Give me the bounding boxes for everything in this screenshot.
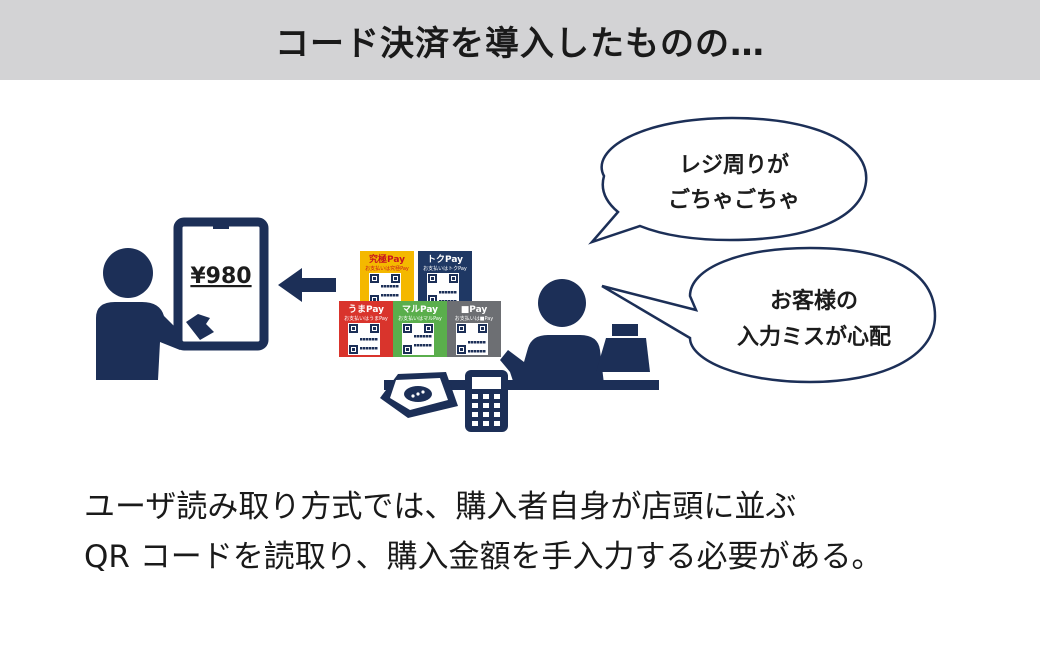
bubble-bottom-line1: お客様の	[770, 288, 858, 314]
qr-stand-sub: お支払いはうまPay	[344, 315, 388, 322]
caption-line-1: ユーザ読み取り方式では、購入者自身が店頭に並ぶ	[84, 489, 797, 525]
arrow-left-icon	[278, 268, 336, 302]
counter	[384, 380, 659, 390]
speech-bubble-top: レジ周りが ごちゃごちゃ	[588, 116, 868, 245]
phone-amount: ¥980	[190, 264, 251, 289]
header-bar: コード決済を導入したものの…	[0, 0, 1040, 80]
qr-stand-group: 究極Payお支払いは究極PayトクPayお支払いはトクPayうまPayお支払いは…	[339, 251, 501, 357]
qr-stand-label: うまPay	[348, 304, 384, 315]
clerk-figure	[500, 279, 604, 384]
qr-stand-sub: お支払いは究極Pay	[365, 265, 409, 272]
bubble-top-line2: ごちゃごちゃ	[668, 187, 800, 213]
caption-line-2: QR コードを読取り、購入金額を手入力する必要がある。	[84, 539, 883, 575]
qr-stand-label: トクPay	[427, 254, 463, 265]
card-reader-icon	[380, 372, 458, 418]
qr-stand-label: 究極Pay	[369, 253, 405, 265]
qr-stand-sub: お支払いはマルPay	[398, 315, 442, 322]
customer-figure	[96, 248, 206, 380]
bubble-bottom-line2: 入力ミスが心配	[737, 324, 891, 350]
qr-stand-label: ■Pay	[461, 305, 488, 315]
smartphone-icon: ¥980	[173, 217, 269, 351]
speech-bubble-bottom: お客様の 入力ミスが心配	[601, 246, 937, 384]
qr-stand-sub: お支払いは■Pay	[455, 315, 494, 322]
cash-register-icon	[596, 324, 650, 372]
bubble-top-line1: レジ周りが	[679, 152, 789, 178]
caption: ユーザ読み取り方式では、購入者自身が店頭に並ぶ QR コードを読取り、購入金額を…	[84, 482, 1024, 582]
page-title: コード決済を導入したものの…	[275, 23, 765, 64]
qr-stand-sub: お支払いはトクPay	[423, 265, 467, 272]
scene-illustration: ¥980 究極Payお支払いは究極PayトクPayお支払いはトクPayうまPay…	[96, 116, 937, 432]
payment-terminal-icon	[465, 370, 508, 432]
qr-stand-label: マルPay	[402, 304, 438, 315]
